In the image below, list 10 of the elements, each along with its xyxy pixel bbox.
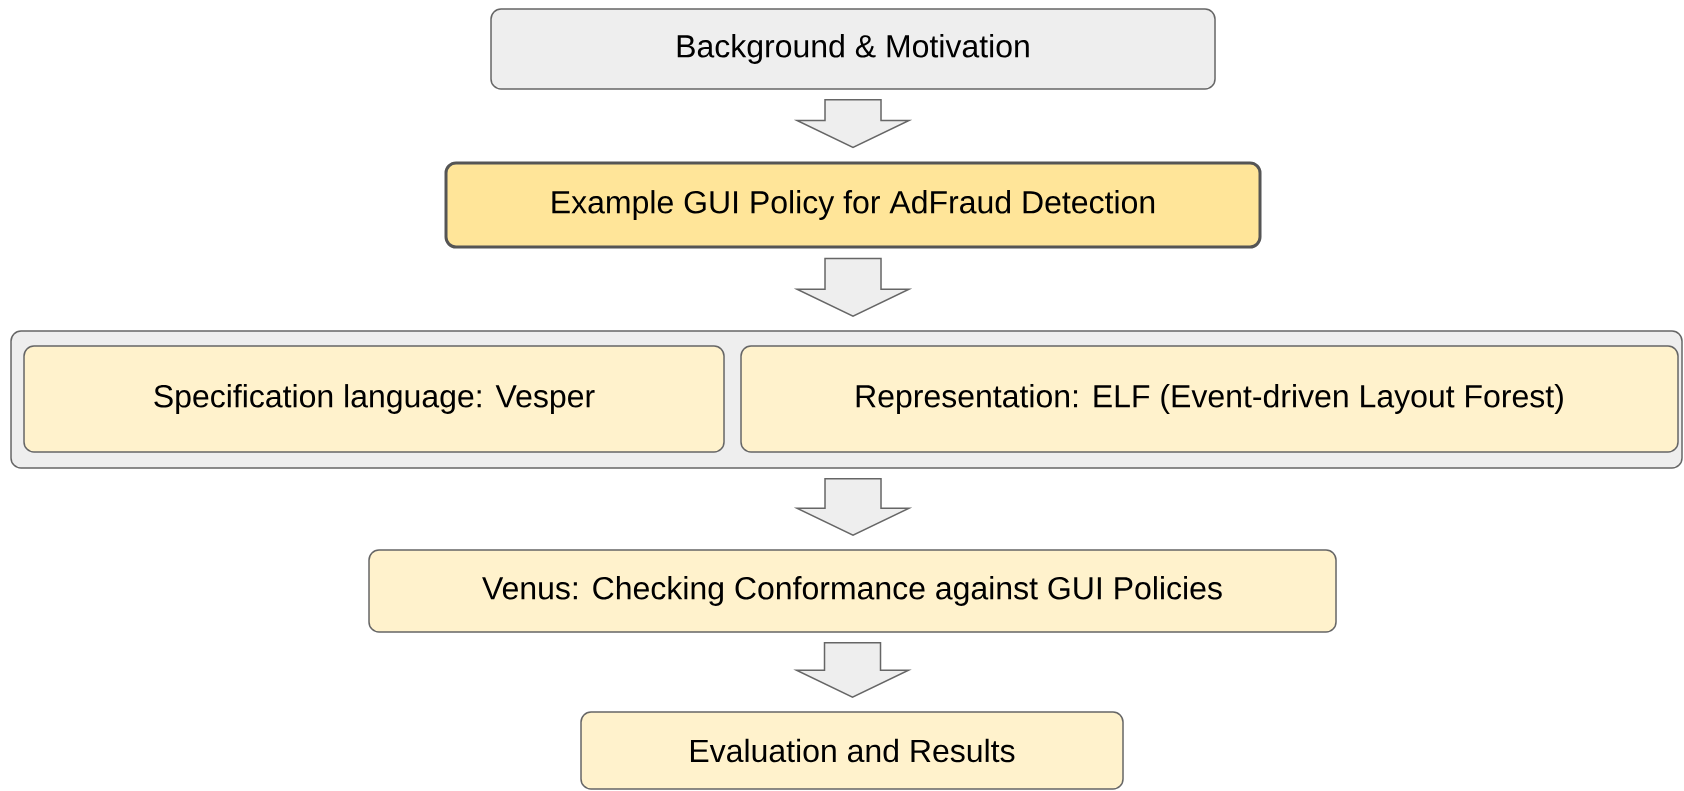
process-box: Representation: ELF (Event-driven Layout Forest) <box>740 345 1679 453</box>
block-arrow <box>793 478 913 537</box>
process-box: Venus: Checking Conformance against GUI Policies <box>368 549 1337 633</box>
process-box: Evaluation and Results <box>580 711 1124 790</box>
block-arrow <box>793 642 912 699</box>
process-box: Background & Motivation <box>490 8 1216 90</box>
block-arrow <box>793 257 913 318</box>
block-arrow <box>793 99 913 149</box>
process-box: Specification language: Vesper <box>23 345 725 453</box>
process-box: Example GUI Policy for AdFraud Detection <box>444 161 1262 249</box>
